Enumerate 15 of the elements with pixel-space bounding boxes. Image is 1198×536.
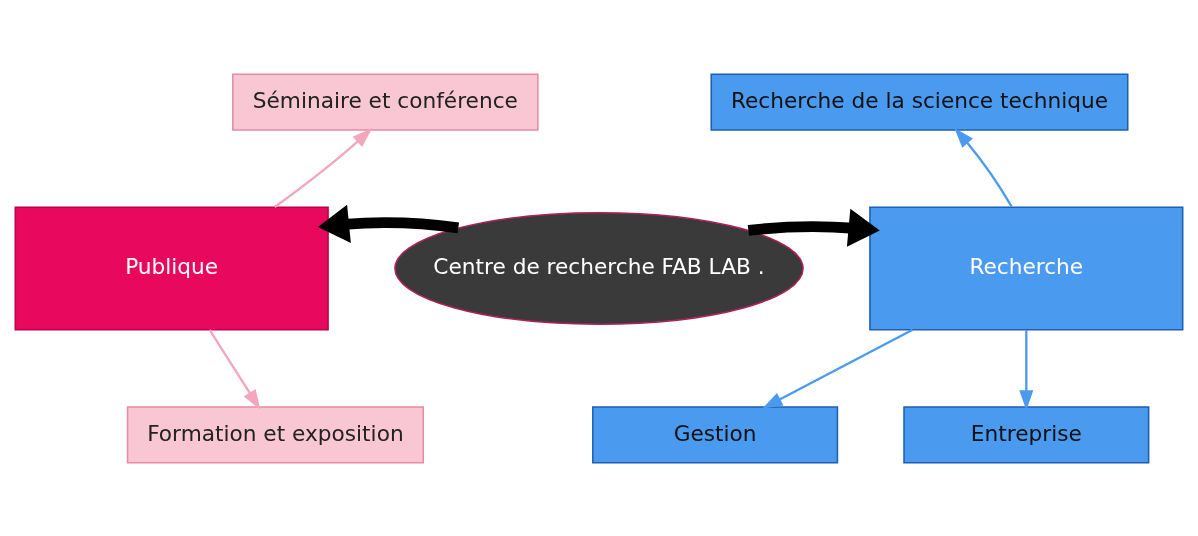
node-box: Séminaire et conférence	[232, 72, 539, 131]
node-box: Recherche	[869, 206, 1184, 330]
arrow	[208, 328, 261, 410]
arrow	[317, 204, 460, 243]
node-box: Gestion	[592, 405, 839, 464]
arrow	[1019, 329, 1034, 410]
node-box: Recherche de la science technique	[710, 72, 1129, 131]
arrow	[747, 208, 880, 247]
node-ellipse: Centre de recherche FAB LAB .	[394, 211, 804, 325]
arrow	[954, 127, 1013, 207]
node-box: Entreprise	[903, 405, 1150, 464]
arrow	[274, 127, 373, 208]
node-box: Formation et exposition	[126, 405, 425, 464]
arrow	[762, 328, 914, 409]
node-box: Publique	[14, 206, 329, 330]
